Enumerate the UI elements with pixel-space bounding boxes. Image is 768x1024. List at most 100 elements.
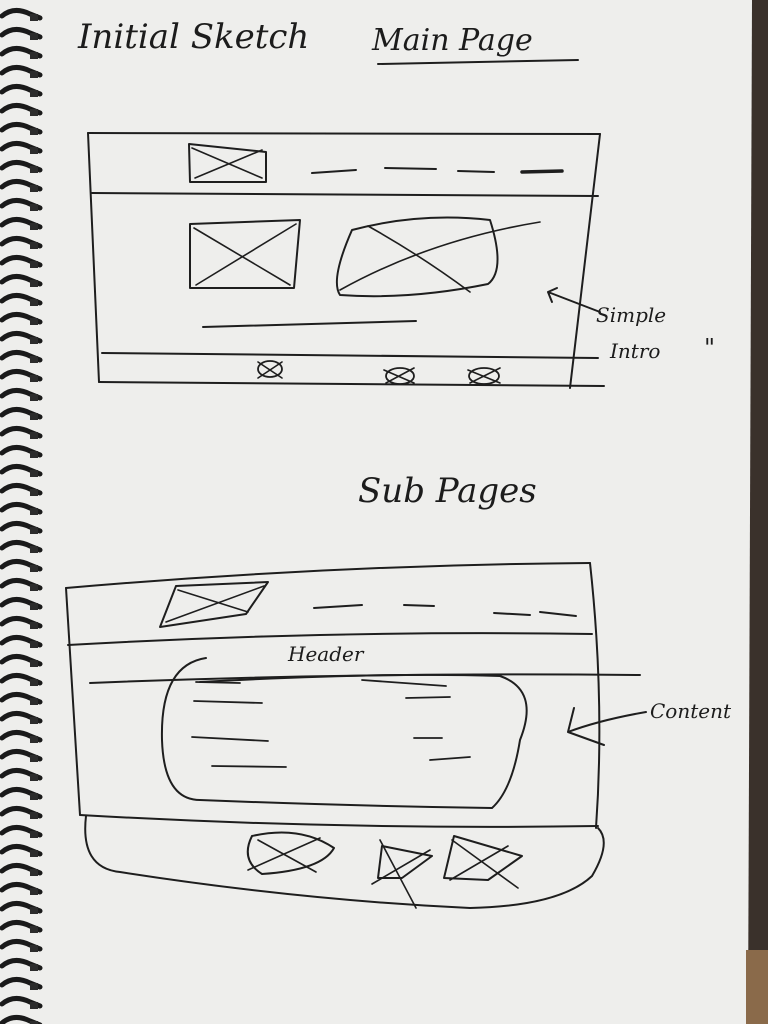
spiral-hole [30,717,38,724]
spiral-hole [30,52,38,59]
spiral-hole [30,33,38,40]
spiral-hole [30,14,38,21]
spiral-hole [30,736,38,743]
spiral-hole [30,356,38,363]
spiral-ring [0,787,43,800]
spiral-ring [0,635,43,648]
spiral-ring [0,464,43,477]
spiral-ring [0,8,43,21]
spiral-hole [30,812,38,819]
main-footer-icon-3 [467,367,501,385]
spiral-hole [30,869,38,876]
spiral-ring [0,103,43,116]
spiral-ring [0,958,43,971]
spiral-hole [30,831,38,838]
spiral-binding [0,8,43,1024]
spiral-ring [0,901,43,914]
spiral-ring [0,65,43,78]
spiral-hole [30,850,38,857]
content-annotation-arrow [567,707,647,746]
spiral-ring [0,369,43,382]
spiral-hole [30,375,38,382]
sub-content-line-3 [193,700,263,704]
spiral-hole [30,413,38,420]
spiral-hole [30,90,38,97]
title-underline [377,59,579,65]
label-header: Header [287,642,365,666]
note-intro-mark: " [704,334,715,362]
spiral-ring [0,236,43,249]
spiral-ring [0,274,43,287]
spiral-hole [30,223,38,230]
spiral-ring [0,179,43,192]
sub-content-line-4 [405,696,451,699]
spiral-hole [30,432,38,439]
spiral-hole [30,242,38,249]
main-footer-icon-2 [383,367,415,385]
sub-nav-link-3 [493,612,531,616]
spiral-ring [0,255,43,268]
spiral-ring [0,863,43,876]
spiral-ring [0,388,43,401]
spiral-hole [30,71,38,78]
spiral-hole [30,280,38,287]
spiral-ring [0,749,43,762]
spiral-hole [30,1002,38,1009]
sub-content-line-2 [361,679,447,687]
spiral-ring [0,198,43,211]
sub-nav-link-2 [403,604,435,607]
sub-page-wireframe [65,562,647,909]
spiral-hole [30,185,38,192]
main-footer-icon-1 [257,360,283,379]
main-nav-link-4 [520,169,564,174]
spiral-ring [0,654,43,667]
sub-logo-placeholder [159,581,269,628]
sub-footer-icon-1 [246,831,335,875]
spiral-hole [30,147,38,154]
spiral-hole [30,755,38,762]
sub-header-divider [67,632,593,646]
spiral-ring [0,673,43,686]
spiral-ring [0,312,43,325]
main-nav-link-2 [384,167,437,170]
spiral-ring [0,331,43,344]
main-nav-link-3 [457,170,495,173]
spiral-hole [30,166,38,173]
main-nav-link-1 [311,169,357,174]
spiral-hole [30,489,38,496]
spiral-ring [0,502,43,515]
spiral-hole [30,641,38,648]
spiral-ring [0,578,43,591]
spiral-hole [30,299,38,306]
spiral-ring [0,141,43,154]
spiral-ring [0,293,43,306]
spiral-ring [0,711,43,724]
spiral-ring [0,920,43,933]
spiral-hole [30,983,38,990]
spiral-ring [0,882,43,895]
spiral-ring [0,407,43,420]
sub-footer-region [84,815,605,909]
sub-content-line-5 [191,736,269,742]
spiral-ring [0,483,43,496]
sub-content-line-7 [211,765,287,768]
main-image-placeholder-1 [189,219,301,289]
spiral-hole [30,698,38,705]
spiral-hole [30,1021,38,1024]
spiral-ring [0,825,43,838]
spiral-ring [0,46,43,59]
spiral-ring [0,521,43,534]
spiral-ring [0,977,43,990]
spiral-ring [0,1015,43,1024]
spiral-hole [30,109,38,116]
label-content: Content [650,699,732,723]
spiral-hole [30,204,38,211]
main-header-divider [91,192,599,197]
spiral-hole [30,584,38,591]
note-simple: Simple [596,303,666,327]
sub-footer-icon-3 [443,835,523,889]
spiral-hole [30,926,38,933]
main-footer-divider [101,352,599,359]
intro-annotation-arrow [547,287,601,313]
